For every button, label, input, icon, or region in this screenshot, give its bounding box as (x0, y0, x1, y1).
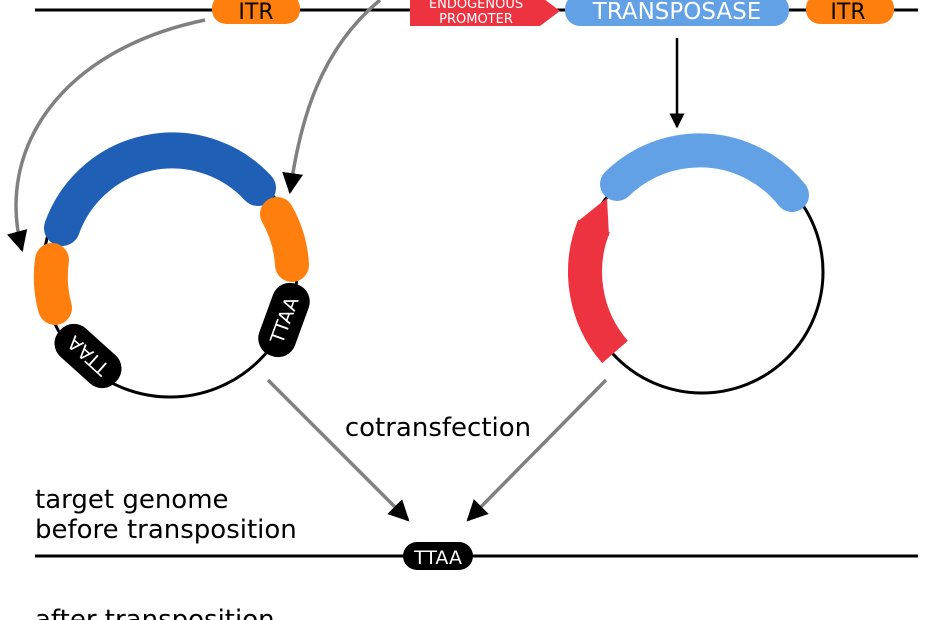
transposase-label: TRANSPOSASE (592, 0, 762, 25)
itr-right-label: ITR (830, 0, 865, 25)
donor-to-target-arrow (266, 378, 410, 522)
donor-cargo-arc (44, 132, 276, 246)
itr-right-block: ITR (806, 0, 894, 25)
helper-transposase-arc (600, 133, 809, 212)
target-genome-label-line1: target genome (35, 485, 229, 515)
itr-left-to-donor-arrow (6, 18, 206, 253)
donor-ttaa-right: TTAA (258, 282, 310, 358)
donor-itr-right (260, 197, 309, 282)
donor-ttaa-left: TTAA (54, 323, 122, 389)
after-transposition-label: after transposition (35, 605, 275, 620)
donor-plasmid: TTAA TTAA (33, 132, 310, 399)
itr-right-to-donor-arrow (282, 0, 382, 195)
helper-promoter-arc (568, 219, 629, 364)
transposase-block: TRANSPOSASE (565, 0, 789, 26)
endogenous-promoter-block: ENDOGENOUS PROMOTER (410, 0, 560, 27)
target-ttaa-label: TTAA (413, 547, 462, 569)
cotransfection-label: cotransfection (345, 413, 531, 443)
promoter-label-line1: ENDOGENOUS (429, 0, 523, 12)
donor-itr-left (33, 243, 72, 325)
itr-left-label: ITR (238, 0, 273, 25)
helper-plasmid (568, 133, 825, 395)
promoter-label-line2: PROMOTER (439, 12, 513, 27)
itr-left-block: ITR (212, 0, 300, 25)
target-ttaa-site: TTAA (403, 542, 473, 570)
helper-to-target-arrow (466, 378, 608, 522)
helper-promoter-arrowhead (577, 198, 609, 236)
target-genome-label-line2: before transposition (35, 515, 297, 545)
